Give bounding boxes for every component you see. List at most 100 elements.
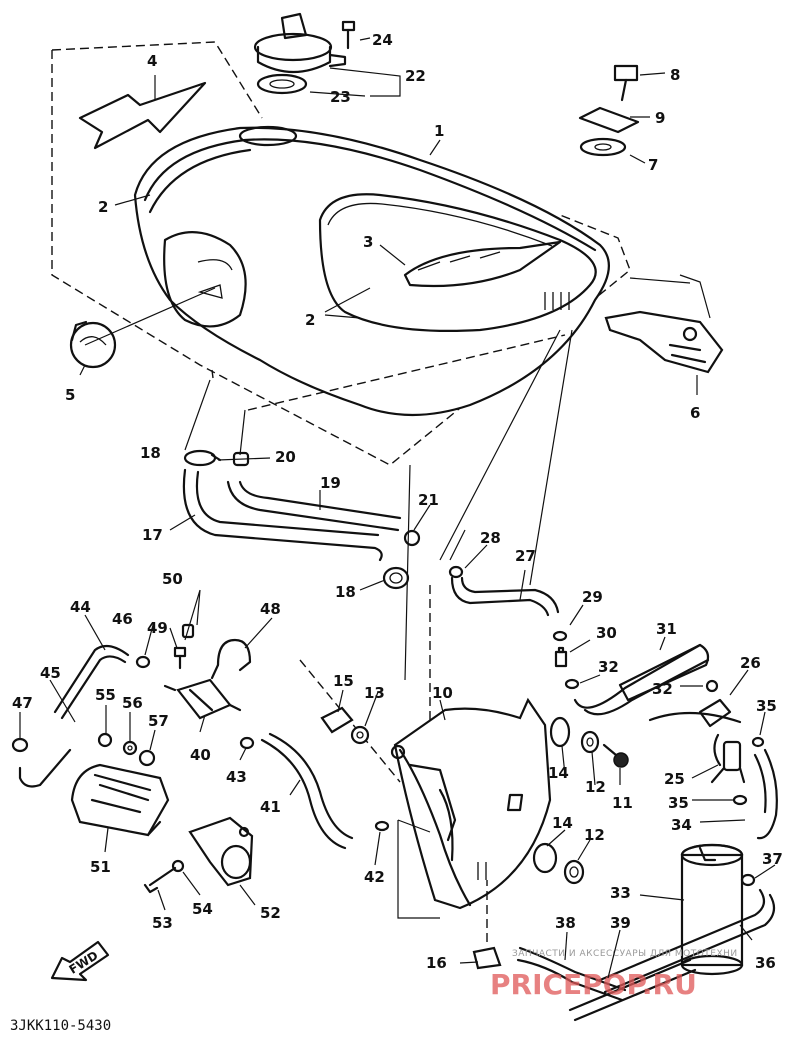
- callout-56: 56: [122, 694, 143, 712]
- tank-to-base-outline: [211, 334, 566, 783]
- callout-12-upper: 12: [585, 778, 606, 796]
- bracket-52: [188, 816, 254, 887]
- clip-42: [374, 820, 390, 832]
- callout-23: 23: [330, 88, 351, 106]
- callout-19: 19: [320, 474, 341, 492]
- callout-27: 27: [515, 547, 536, 565]
- callout-41: 41: [260, 798, 281, 816]
- grommet-13: [350, 725, 370, 745]
- tank-assembly-outline: [51, 41, 631, 466]
- drawing-code: 3JKK110-5430: [10, 1018, 111, 1034]
- callout-9: 9: [655, 109, 665, 127]
- callout-2-upper: 2: [98, 198, 108, 216]
- breather-hose: [182, 468, 383, 562]
- callout-47: 47: [12, 694, 33, 712]
- callout-39: 39: [610, 914, 631, 932]
- callout-35-mid: 35: [668, 794, 689, 812]
- callout-18-upper: 18: [140, 444, 161, 462]
- callout-14-upper: 14: [548, 764, 569, 782]
- callouts: 1 2 2 3 4 5 6 7 8 9 10 11 12 12 13 14 14…: [12, 31, 783, 972]
- callout-57: 57: [148, 712, 169, 730]
- filter-clamp: [210, 638, 252, 680]
- leader-line: [184, 379, 246, 456]
- callout-22: 22: [405, 67, 426, 85]
- callout-31: 31: [656, 620, 677, 638]
- hose-34: [753, 748, 778, 840]
- fuel-valve: [648, 679, 746, 784]
- callout-32-right: 32: [652, 680, 673, 698]
- cap-screw: [341, 20, 356, 50]
- leader-line: [439, 329, 573, 586]
- callout-14-lower: 14: [552, 814, 573, 832]
- callout-55: 55: [95, 686, 116, 704]
- fuel-cap: [253, 12, 347, 73]
- callout-7: 7: [648, 156, 658, 174]
- callout-36: 36: [755, 954, 776, 972]
- leader-line: [404, 464, 466, 681]
- callout-34: 34: [671, 816, 692, 834]
- hose-38: [516, 946, 627, 1002]
- hose-section: [618, 643, 710, 702]
- callout-20: 20: [275, 448, 296, 466]
- callout-28: 28: [480, 529, 501, 547]
- callout-52: 52: [260, 904, 281, 922]
- tank-damper: [579, 137, 627, 157]
- callout-4: 4: [147, 52, 157, 70]
- callout-53: 53: [152, 914, 173, 932]
- callout-38: 38: [555, 914, 576, 932]
- callout-26: 26: [740, 654, 761, 672]
- hose-clip-28: [448, 565, 464, 579]
- washer-54: [171, 859, 185, 873]
- callout-11: 11: [612, 794, 633, 812]
- tank-collar: [578, 106, 640, 134]
- bolt-49: [173, 646, 187, 670]
- clip-35-top: [751, 736, 765, 748]
- callout-24: 24: [372, 31, 393, 49]
- leader-line: [397, 819, 440, 919]
- callout-15: 15: [333, 672, 354, 690]
- callout-50: 50: [162, 570, 183, 588]
- cover-51: [70, 763, 170, 837]
- fuel-hose-27: [450, 576, 560, 617]
- callout-10: 10: [432, 684, 453, 702]
- callout-5: 5: [65, 386, 75, 404]
- hose-clamp-lower: [382, 566, 410, 590]
- damper-14-upper: [549, 716, 571, 748]
- callout-32-left: 32: [598, 658, 619, 676]
- washer-12-upper: [580, 730, 600, 754]
- clip-29: [552, 630, 568, 642]
- pipe-31: [573, 643, 710, 716]
- bolt-53: [143, 866, 177, 894]
- tank-bracket: [604, 310, 724, 374]
- callout-25: 25: [664, 770, 685, 788]
- damper-14-lower: [532, 842, 558, 874]
- hose-clamp: [183, 449, 222, 467]
- tank-bolt: [613, 64, 639, 102]
- fuel-tank: [133, 125, 610, 417]
- fuel-hose-45: [18, 748, 72, 788]
- callout-43: 43: [226, 768, 247, 786]
- callout-12-lower: 12: [584, 826, 605, 844]
- overflow-hose: [226, 480, 402, 532]
- decal-arrow: [78, 81, 207, 150]
- clip-35: [732, 794, 748, 806]
- callout-6: 6: [690, 404, 700, 422]
- forward-arrow: FWD: [50, 940, 110, 982]
- callout-49: 49: [147, 619, 168, 637]
- clip-46: [135, 655, 151, 669]
- fitting-30: [554, 646, 568, 668]
- callout-1: 1: [434, 122, 444, 140]
- callout-30: 30: [596, 624, 617, 642]
- callout-45: 45: [40, 664, 61, 682]
- callout-2-lower: 2: [305, 311, 315, 329]
- bolt-11: [602, 743, 629, 768]
- clip-32: [564, 678, 580, 690]
- callout-13: 13: [364, 684, 385, 702]
- callout-3: 3: [363, 233, 373, 251]
- callout-54: 54: [192, 900, 213, 918]
- watermark-logo: PRICEPOP.RU: [490, 968, 697, 1001]
- callout-48: 48: [260, 600, 281, 618]
- callout-40: 40: [190, 746, 211, 764]
- callout-18-lower: 18: [335, 583, 356, 601]
